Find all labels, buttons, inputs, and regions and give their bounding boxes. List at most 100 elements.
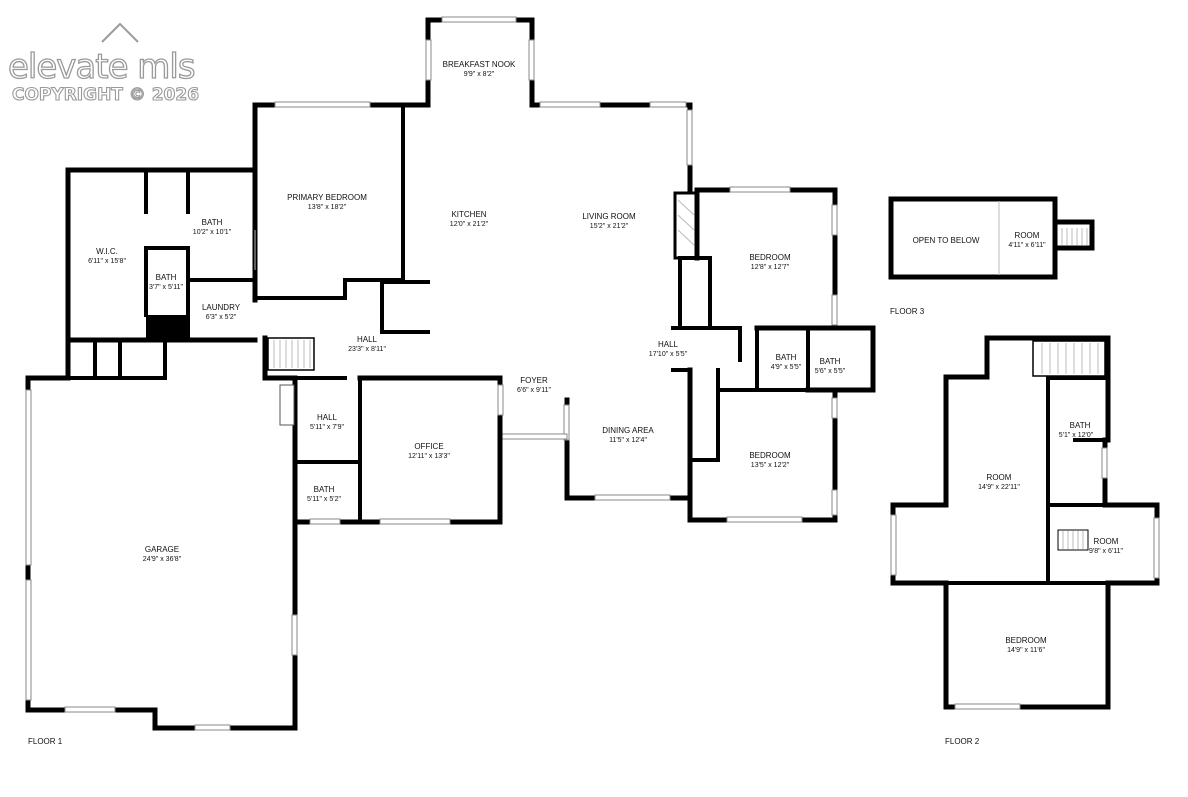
window [441, 16, 517, 23]
room-size: 12'0" x 21'2" [450, 221, 489, 228]
room-name: ROOM [1094, 537, 1119, 546]
room-name: BEDROOM [749, 451, 791, 460]
roof-logo-icon [101, 22, 139, 43]
room-name: BATH [820, 357, 841, 366]
front-door [501, 433, 568, 440]
window [64, 706, 116, 713]
room-name: BATH [314, 485, 335, 494]
window [291, 614, 298, 656]
floor-3-outline [888, 196, 1058, 280]
floor-3-label: FLOOR 3 [890, 307, 925, 316]
room-size: 12'11" x 13'3" [408, 453, 450, 460]
floor-1-label: FLOOR 1 [28, 737, 63, 746]
room-name: ROOM [1015, 231, 1040, 240]
dining-area-wall [564, 397, 693, 501]
room-name: BATH [776, 353, 797, 362]
room-size: 13'5" x 12'2" [751, 462, 790, 469]
room-name: FOYER [520, 376, 548, 385]
room-name: GARAGE [145, 545, 179, 554]
stair-landing-wall [1052, 219, 1095, 251]
watermark-brand: elevate mls [8, 47, 195, 87]
window [274, 101, 371, 108]
room-name: PRIMARY BEDROOM [287, 193, 367, 202]
room-size: 6'3" x 5'2" [206, 314, 237, 321]
room-name: BREAKFAST NOOK [443, 60, 516, 69]
room-name: OPEN TO BELOW [913, 236, 980, 245]
room-size: 10'2" x 10'1" [193, 229, 232, 236]
window [1101, 447, 1108, 479]
stairs-floor-2-small [1057, 529, 1089, 551]
room-name: BEDROOM [749, 253, 791, 262]
floor-2-label: FLOOR 2 [945, 737, 980, 746]
room-size: 11'5" x 12'4" [609, 437, 647, 444]
room-name: HALL [357, 335, 378, 344]
suite-wall [65, 167, 258, 343]
watermark-copyright: COPYRIGHT © 2026 [12, 85, 199, 105]
closet-wall [678, 256, 712, 330]
garage-door [25, 579, 32, 701]
fireplace-hatch [677, 199, 695, 216]
window [194, 724, 231, 731]
room-name: BATH [156, 273, 177, 282]
room-size: 3'7" x 5'11" [149, 284, 183, 291]
window [379, 518, 451, 525]
window [649, 101, 687, 108]
room-size: 24'9" x 36'8" [143, 556, 182, 563]
floor-1-plan [25, 16, 876, 731]
stairs-floor-2 [1032, 340, 1106, 377]
window [890, 514, 897, 576]
window [309, 518, 341, 525]
cabinet [146, 315, 188, 338]
room-size: 17'10" x 5'5" [649, 351, 688, 358]
window [497, 384, 504, 416]
room-size: 4'11" x 6'11" [1008, 242, 1046, 249]
fireplace [673, 191, 699, 260]
room-size: 6'6" x 9'11" [517, 387, 551, 394]
window [1153, 517, 1160, 579]
kitchen-island [380, 280, 430, 334]
window [726, 516, 803, 523]
window [729, 186, 791, 193]
room-size: 15'2" x 21'2" [590, 223, 629, 230]
room-name: KITCHEN [451, 210, 486, 219]
room-name: OFFICE [414, 442, 443, 451]
room-name: HALL [317, 413, 338, 422]
window [831, 397, 838, 419]
interior-wall [253, 278, 405, 300]
room-size: 14'9" x 11'6" [1007, 647, 1045, 654]
garage-wall [25, 337, 298, 731]
window [594, 494, 671, 501]
fireplace-hatch [677, 229, 695, 246]
room-name: BATH [1070, 421, 1091, 430]
room-size: 5'11" x 7'9" [310, 424, 344, 431]
bath-e1-wall [755, 326, 810, 392]
window [528, 39, 535, 81]
door [279, 384, 295, 426]
interior-wall [144, 246, 190, 317]
room-name: W.I.C. [96, 247, 118, 256]
window [831, 204, 838, 236]
room-size: 23'3" x 8'11" [348, 346, 386, 353]
stairs-floor-3 [1061, 228, 1088, 245]
living-room-wall [529, 102, 693, 193]
room-name: HALL [658, 340, 679, 349]
room-size: 12'8" x 12'7" [751, 264, 790, 271]
window [831, 489, 838, 516]
room-size: 4'9" x 5'5" [771, 364, 802, 371]
room-size: 6'11" x 15'8" [88, 258, 126, 265]
window [954, 703, 1021, 710]
room-name: ROOM [987, 473, 1012, 482]
room-size: 5'11" x 5'2" [307, 496, 341, 503]
room-name: BEDROOM [1005, 636, 1047, 645]
elevate-mls-watermark: elevate mls COPYRIGHT © 2026 [7, 22, 200, 106]
window [563, 404, 570, 441]
room-size: 9'8" x 6'11" [1089, 548, 1123, 555]
bath-e2-wall [805, 325, 876, 393]
fireplace-hatch [677, 214, 695, 231]
window [831, 294, 838, 326]
floor-2-plan [890, 335, 1160, 710]
window [686, 109, 693, 166]
stairs-floor-1 [267, 337, 315, 371]
window [425, 39, 432, 81]
